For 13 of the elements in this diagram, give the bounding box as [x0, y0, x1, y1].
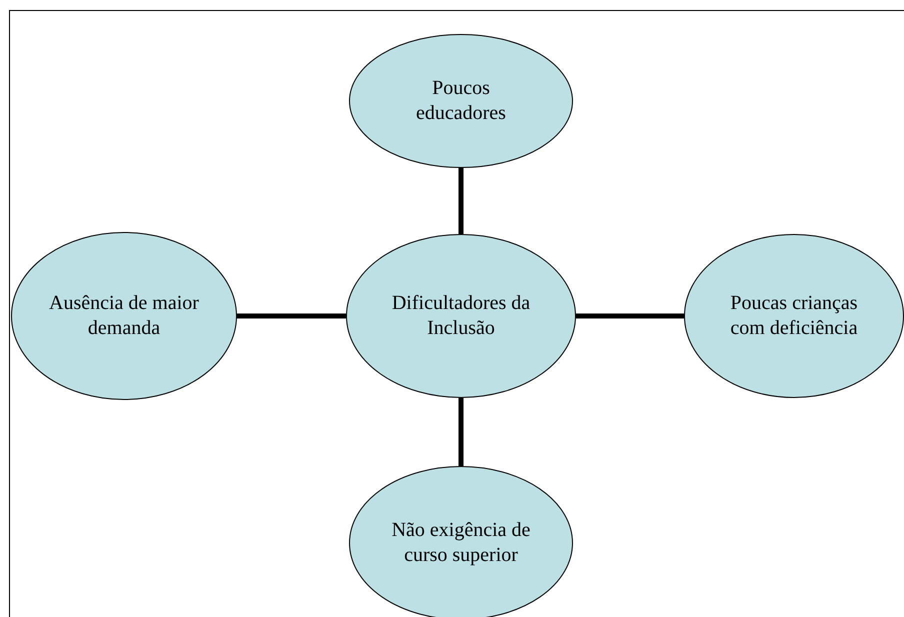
ellipse-node [346, 234, 576, 398]
connector-line [576, 314, 684, 318]
ellipse-node [684, 234, 904, 398]
ellipse-node [11, 232, 237, 400]
connector-line [458, 168, 464, 234]
node-text: Poucos educadores [415, 76, 507, 126]
node-text: Poucas crianças com deficiência [729, 291, 859, 341]
ellipse-node [349, 34, 573, 168]
connector-line [458, 398, 464, 466]
node-text: Dificultadores da Inclusão [390, 291, 532, 341]
node-text: Não exigência de curso superior [390, 518, 532, 568]
node-text: Ausência de maior demanda [49, 291, 199, 341]
connector-line [237, 314, 346, 318]
